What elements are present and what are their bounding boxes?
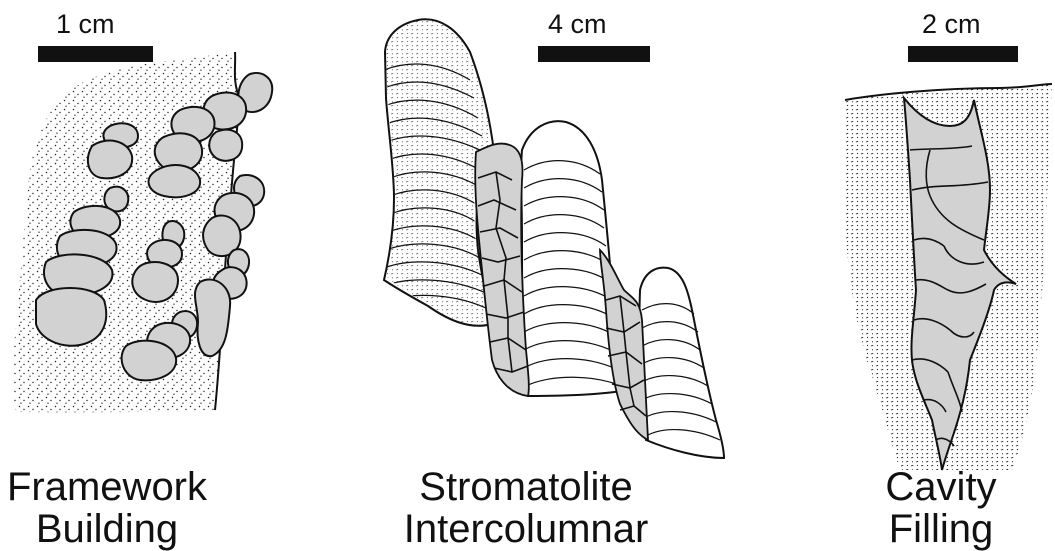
- stromatolite-column-right: [639, 268, 724, 458]
- clast: [132, 262, 178, 302]
- caption-cavity-filling: Cavity Filling: [856, 466, 1026, 550]
- caption-line-1: Framework: [0, 466, 214, 508]
- panel-stromatolite-intercolumnar: 4 cm: [384, 9, 724, 458]
- clast: [122, 341, 177, 381]
- caption-line-1: Stromatolite: [398, 466, 654, 508]
- clast: [36, 288, 106, 346]
- scale-bar-1: [38, 46, 153, 62]
- caption-line-1: Cavity: [856, 466, 1026, 508]
- scale-bar-2: [538, 46, 650, 62]
- cement-fill: [475, 144, 529, 396]
- panel-cavity-filling: 2 cm: [844, 9, 1052, 470]
- caption-line-2: Building: [0, 508, 214, 550]
- caption-line-2: Intercolumnar: [398, 508, 654, 550]
- caption-framework-building: Framework Building: [0, 466, 214, 550]
- scale-label-2: 4 cm: [548, 9, 607, 39]
- clast: [88, 141, 132, 179]
- scale-label-3: 2 cm: [922, 9, 981, 39]
- scale-label-1: 1 cm: [56, 9, 115, 39]
- clast: [149, 165, 201, 197]
- clast: [209, 130, 242, 161]
- panel-framework-building: 1 cm: [13, 9, 272, 412]
- scale-bar-3: [908, 46, 1018, 62]
- caption-line-2: Filling: [856, 508, 1026, 550]
- clast: [195, 279, 230, 356]
- caption-stromatolite-intercolumnar: Stromatolite Intercolumnar: [398, 466, 654, 550]
